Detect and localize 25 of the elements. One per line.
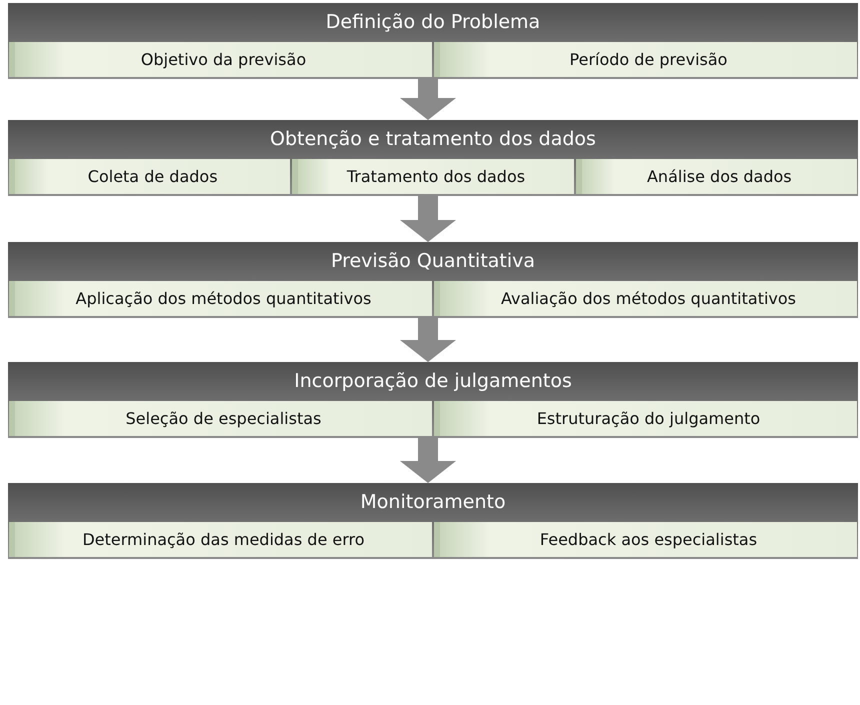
step-box: Coleta de dados — [9, 159, 290, 194]
step-box: Estruturação do julgamento — [434, 401, 857, 436]
stage-heading: Previsão Quantitativa — [330, 249, 536, 274]
stage-band — [8, 120, 858, 196]
step-box: Objetivo da previsão — [9, 42, 432, 77]
stage-heading: Monitoramento — [359, 490, 507, 515]
step-box: Determinação das medidas de erro — [9, 522, 432, 557]
down-arrow — [400, 196, 456, 242]
stage-heading: Incorporação de julgamentos — [293, 369, 573, 394]
step-box: Análise dos dados — [576, 159, 857, 194]
step-box: Tratamento dos dados — [292, 159, 574, 194]
stage-band — [8, 242, 858, 318]
stage-band — [8, 483, 858, 559]
down-arrow — [400, 318, 456, 362]
stage-heading: Obtenção e tratamento dos dados — [269, 127, 597, 152]
step-box: Avaliação dos métodos quantitativos — [434, 281, 857, 316]
step-box: Aplicação dos métodos quantitativos — [9, 281, 432, 316]
step-box: Feedback aos especialistas — [434, 522, 857, 557]
step-box: Seleção de especialistas — [9, 401, 432, 436]
down-arrow — [400, 79, 456, 120]
step-box: Período de previsão — [434, 42, 857, 77]
stage-band — [8, 3, 858, 79]
stage-heading: Definição do Problema — [324, 10, 542, 35]
stage-band — [8, 362, 858, 438]
down-arrow — [400, 438, 456, 483]
